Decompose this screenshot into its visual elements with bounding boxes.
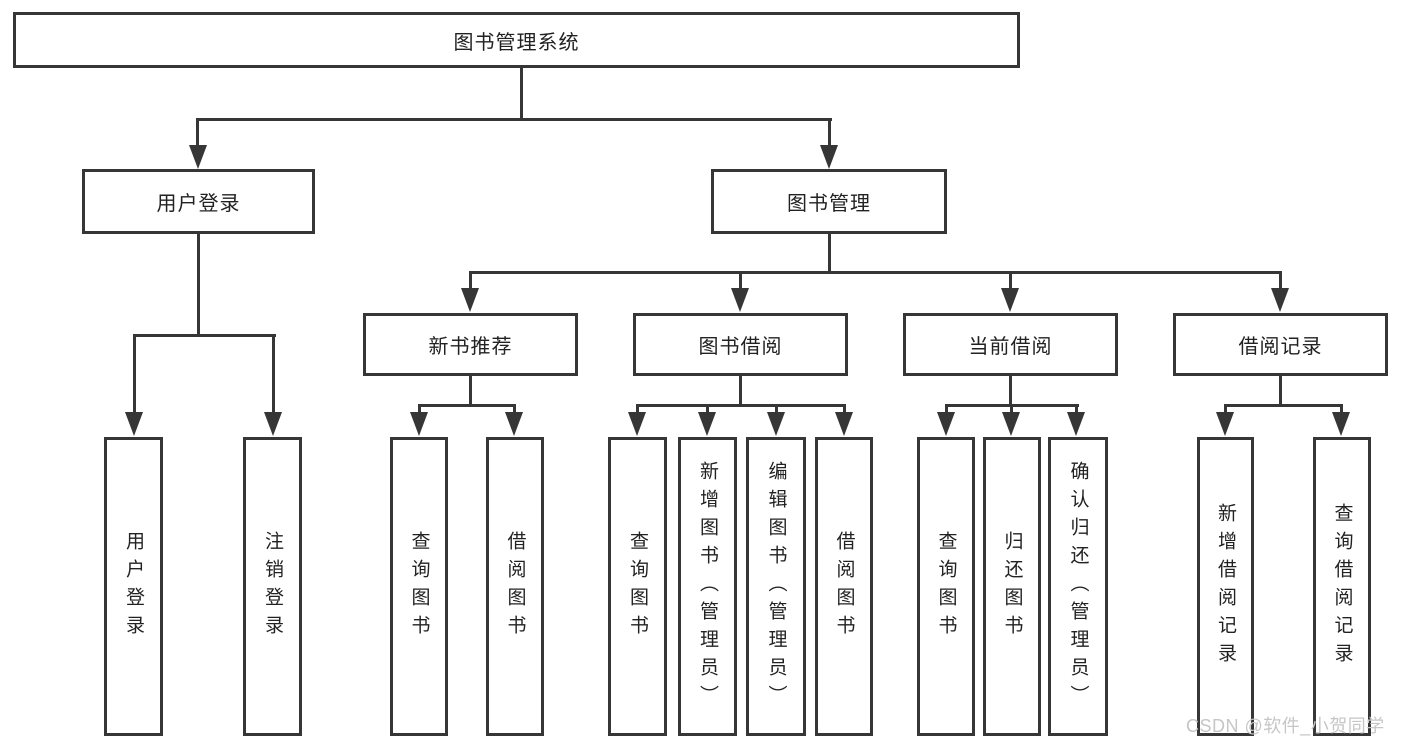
arrow-head: [731, 288, 749, 312]
connector-line: [272, 334, 275, 416]
arrow-head: [835, 412, 853, 436]
connector-line: [1075, 404, 1078, 416]
arrow-head: [628, 412, 646, 436]
connector-line: [739, 375, 742, 407]
node-root-system: 图书管理系统: [13, 12, 1020, 68]
arrow-head: [1067, 412, 1085, 436]
leaf-current-confirm-return: 确认归还（管理员）: [1048, 437, 1108, 736]
leaf-records-add-record: 新增借阅记录: [1197, 437, 1254, 736]
connector-line: [1224, 404, 1343, 407]
node-current-borrowing-label: 当前借阅: [968, 336, 1053, 358]
arrow-head: [698, 412, 716, 436]
connector-line: [636, 404, 639, 416]
arrow-head: [264, 412, 282, 436]
node-new-book-recommend-label: 新书推荐: [428, 336, 513, 358]
connector-line: [1279, 271, 1282, 289]
connector-line: [828, 118, 831, 152]
arrow-head: [189, 145, 207, 169]
leaf-user-login-label: 用户登录: [123, 530, 144, 643]
connector-line: [739, 271, 742, 289]
node-user-login-label: 用户登录: [156, 193, 241, 215]
leaf-borrow-query-books: 查询图书: [608, 437, 667, 736]
connector-line: [1224, 404, 1227, 416]
arrow-head: [1271, 288, 1289, 312]
connector-line: [775, 404, 778, 416]
connector-line: [196, 118, 199, 152]
leaf-borrow-add-books: 新增图书（管理员）: [678, 437, 737, 736]
node-book-borrowing: 图书借阅: [633, 313, 848, 376]
connector-line: [196, 118, 832, 121]
arrow-head: [1001, 288, 1019, 312]
arrow-head: [767, 412, 785, 436]
connector-line: [1340, 404, 1343, 416]
leaf-current-return-books-label: 归还图书: [1001, 530, 1023, 643]
node-borrowing-records: 借阅记录: [1173, 313, 1388, 376]
leaf-borrow-borrow-books-label: 借阅图书: [833, 530, 855, 643]
leaf-records-add-record-label: 新增借阅记录: [1215, 502, 1236, 671]
connector-line: [133, 334, 136, 416]
leaf-borrow-edit-books-label: 编辑图书（管理员）: [765, 460, 787, 713]
connector-line: [636, 404, 846, 407]
node-current-borrowing: 当前借阅: [903, 313, 1118, 376]
connector-line: [706, 404, 709, 416]
node-user-login: 用户登录: [82, 169, 315, 234]
node-borrowing-records-label: 借阅记录: [1238, 336, 1323, 358]
connector-line: [469, 375, 472, 407]
leaf-logout-label: 注销登录: [262, 530, 283, 643]
connector-line: [520, 66, 523, 120]
leaf-current-confirm-return-label: 确认归还（管理员）: [1067, 460, 1089, 713]
arrow-head: [505, 412, 523, 436]
node-new-book-recommend: 新书推荐: [363, 313, 578, 376]
arrow-head: [125, 412, 143, 436]
csdn-watermark: CSDN @软件_小贺同学: [1186, 716, 1385, 736]
connector-line: [133, 334, 276, 337]
arrow-head: [461, 288, 479, 312]
connector-line: [197, 233, 200, 337]
connector-line: [945, 404, 948, 416]
leaf-current-query-books: 查询图书: [917, 437, 975, 736]
arrow-head: [410, 412, 428, 436]
connector-line: [513, 404, 516, 416]
leaf-borrow-edit-books: 编辑图书（管理员）: [746, 437, 806, 736]
connector-line: [469, 271, 472, 289]
node-book-management: 图书管理: [711, 169, 947, 234]
arrow-head: [1332, 412, 1350, 436]
leaf-logout: 注销登录: [243, 437, 302, 736]
connector-line: [418, 404, 421, 416]
leaf-newrec-borrow-books: 借阅图书: [486, 437, 544, 736]
connector-line: [469, 271, 1282, 274]
leaf-newrec-query-books: 查询图书: [390, 437, 448, 736]
node-root-label: 图书管理系统: [453, 31, 580, 54]
node-book-borrowing-label: 图书借阅: [698, 336, 783, 358]
arrow-head: [1216, 412, 1234, 436]
leaf-borrow-add-books-label: 新增图书（管理员）: [697, 460, 718, 713]
leaf-newrec-borrow-books-label: 借阅图书: [504, 530, 526, 643]
leaf-newrec-query-books-label: 查询图书: [408, 530, 430, 643]
leaf-borrow-query-books-label: 查询图书: [627, 530, 648, 643]
leaf-user-login: 用户登录: [104, 437, 163, 736]
connector-line: [843, 404, 846, 416]
arrow-head: [820, 145, 838, 169]
leaf-current-return-books: 归还图书: [983, 437, 1041, 736]
connector-line: [1010, 404, 1013, 416]
leaf-current-query-books-label: 查询图书: [935, 530, 957, 643]
leaf-records-query-record: 查询借阅记录: [1313, 437, 1371, 736]
connector-line: [1009, 375, 1012, 407]
connector-line: [828, 233, 831, 274]
leaf-records-query-record-label: 查询借阅记录: [1331, 502, 1353, 671]
arrow-head: [937, 412, 955, 436]
node-book-management-label: 图书管理: [787, 193, 871, 215]
arrow-head: [1002, 412, 1020, 436]
connector-line: [1279, 375, 1282, 407]
connector-line: [1009, 271, 1012, 289]
connector-line: [418, 404, 516, 407]
leaf-borrow-borrow-books: 借阅图书: [815, 437, 873, 736]
